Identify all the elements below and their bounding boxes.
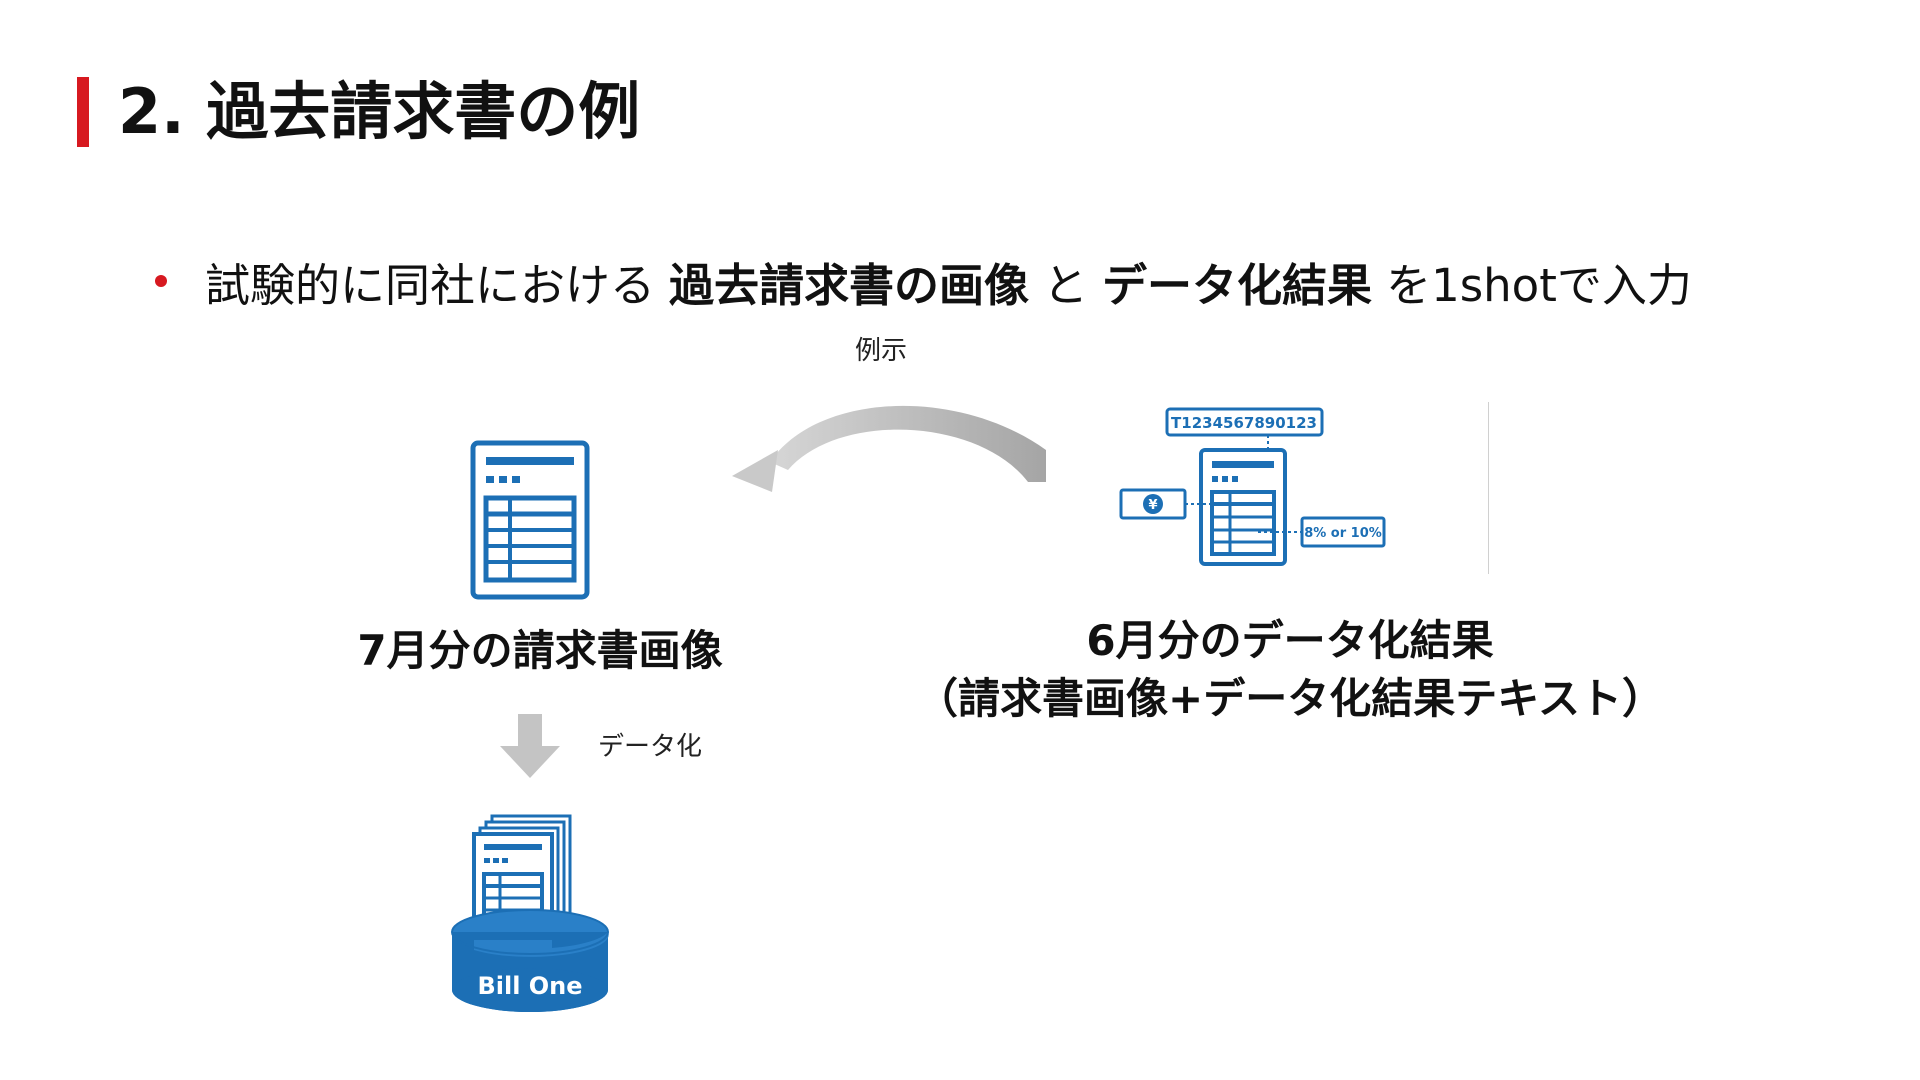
divider-line bbox=[1488, 402, 1489, 574]
down-arrow-icon bbox=[500, 714, 560, 778]
page-title: 2. 過去請求書の例 bbox=[118, 75, 641, 148]
invoice-document-icon bbox=[470, 440, 590, 600]
annotated-invoice-icon: T1234567890123 ¥ 8% or 10% bbox=[1119, 407, 1386, 566]
bill-one-database-icon: Bill One bbox=[451, 814, 609, 1012]
right-caption-line-2: （請求書画像+データ化結果テキスト） bbox=[916, 674, 1664, 723]
bullet-text-5: を1shotで入力 bbox=[1386, 258, 1692, 312]
right-caption-line-1: 6月分のデータ化結果 bbox=[1086, 616, 1494, 665]
bullet-text-4-bold: データ化結果 bbox=[1102, 258, 1373, 312]
example-label: 例示 bbox=[855, 336, 908, 366]
bullet-text-3: と bbox=[1043, 258, 1089, 312]
invoice-number-text: T1234567890123 bbox=[1171, 414, 1317, 432]
bullet-text-2-bold: 過去請求書の画像 bbox=[669, 258, 1030, 312]
data-conversion-label: データ化 bbox=[598, 732, 703, 762]
bullet-text-1: 試験的に同社における bbox=[205, 258, 656, 312]
yen-icon-text: ¥ bbox=[1148, 498, 1157, 513]
bullet-item: 試験的に同社における 過去請求書の画像 と データ化結果 を1shotで入力 bbox=[155, 246, 1692, 316]
right-caption: 6月分のデータ化結果 （請求書画像+データ化結果テキスト） bbox=[880, 612, 1700, 728]
curved-arrow-icon bbox=[732, 405, 1046, 492]
left-caption: 7月分の請求書画像 bbox=[357, 626, 723, 675]
tax-rate-text: 8% or 10% bbox=[1304, 526, 1382, 541]
title-accent-bar bbox=[77, 77, 89, 147]
bill-one-label: Bill One bbox=[477, 972, 582, 1000]
bullet-dot bbox=[155, 275, 167, 287]
